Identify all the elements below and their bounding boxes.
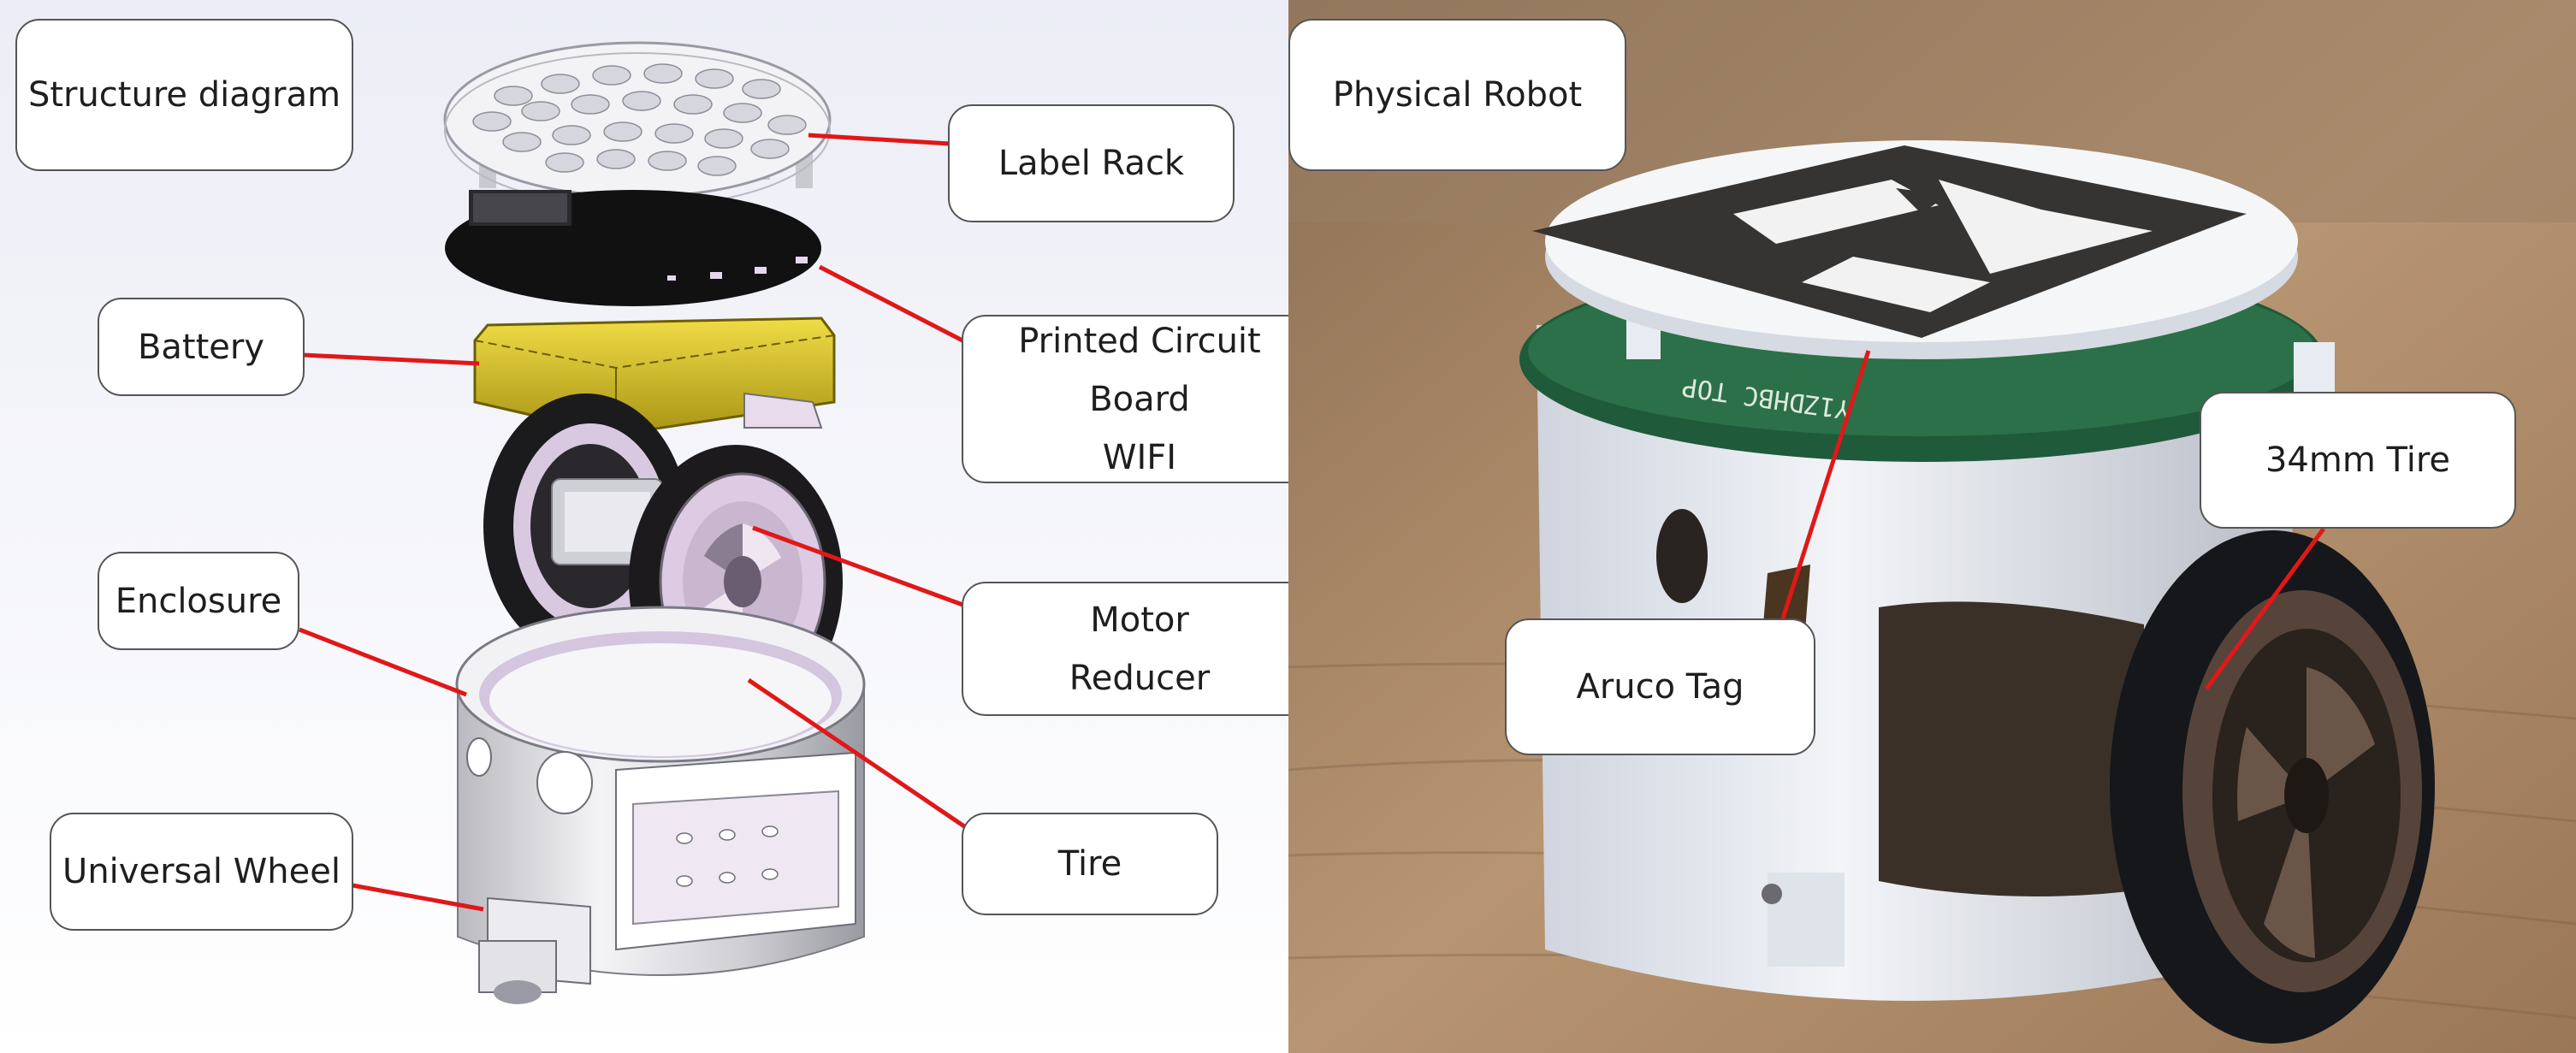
universal-wheel-text: Universal Wheel (62, 852, 341, 891)
aruco-tag-text: Aruco Tag (1576, 667, 1744, 707)
physical-robot-title-text: Physical Robot (1332, 75, 1583, 115)
label-rack-text: Label Rack (998, 144, 1185, 183)
aruco-tag-callout: Aruco Tag (1505, 618, 1815, 755)
aruco-tag-disk (1532, 140, 2298, 359)
robot-body (1537, 325, 2298, 1001)
structure-diagram-title: Structure diagram (15, 19, 353, 171)
enclosure-callout: Enclosure (98, 552, 299, 650)
tire-text: Tire (1057, 844, 1122, 884)
pcb-text-line1: Printed Circuit Board (1018, 321, 1261, 419)
photo-leader-lines (1778, 350, 2326, 690)
tire-34mm-callout: 34mm Tire (2200, 392, 2516, 529)
universal-wheel-part (478, 940, 557, 1004)
battery-text: Battery (137, 327, 265, 367)
robot-tire (2110, 530, 2435, 1044)
enclosure-text: Enclosure (115, 581, 282, 621)
universal-wheel-callout: Universal Wheel (50, 813, 353, 931)
robot-photo: Y1ZDHBC TOP (1288, 0, 2576, 1053)
motor-text-line2: Reducer (1069, 658, 1211, 698)
leader-lines (299, 133, 968, 912)
tire-callout: Tire (962, 813, 1218, 915)
label-rack-callout: Label Rack (948, 104, 1235, 222)
pcb-part (445, 190, 821, 306)
structure-panel: Structure diagram Label Rack Battery Pri… (0, 0, 1318, 1053)
photo-panel: Y1ZDHBC TOP (1288, 0, 2576, 1053)
pcb-callout: Printed Circuit Board WIFI (962, 315, 1318, 483)
structure-diagram-title-text: Structure diagram (27, 75, 341, 115)
pcb-text-line2: WIFI (1102, 437, 1177, 477)
battery-callout: Battery (98, 298, 305, 396)
physical-robot-title: Physical Robot (1288, 19, 1626, 171)
tire-34mm-text: 34mm Tire (2265, 441, 2451, 480)
enclosure-part (455, 606, 866, 985)
motor-text-line1: Motor (1090, 600, 1189, 640)
motor-reducer-callout: Motor Reducer (962, 582, 1318, 716)
